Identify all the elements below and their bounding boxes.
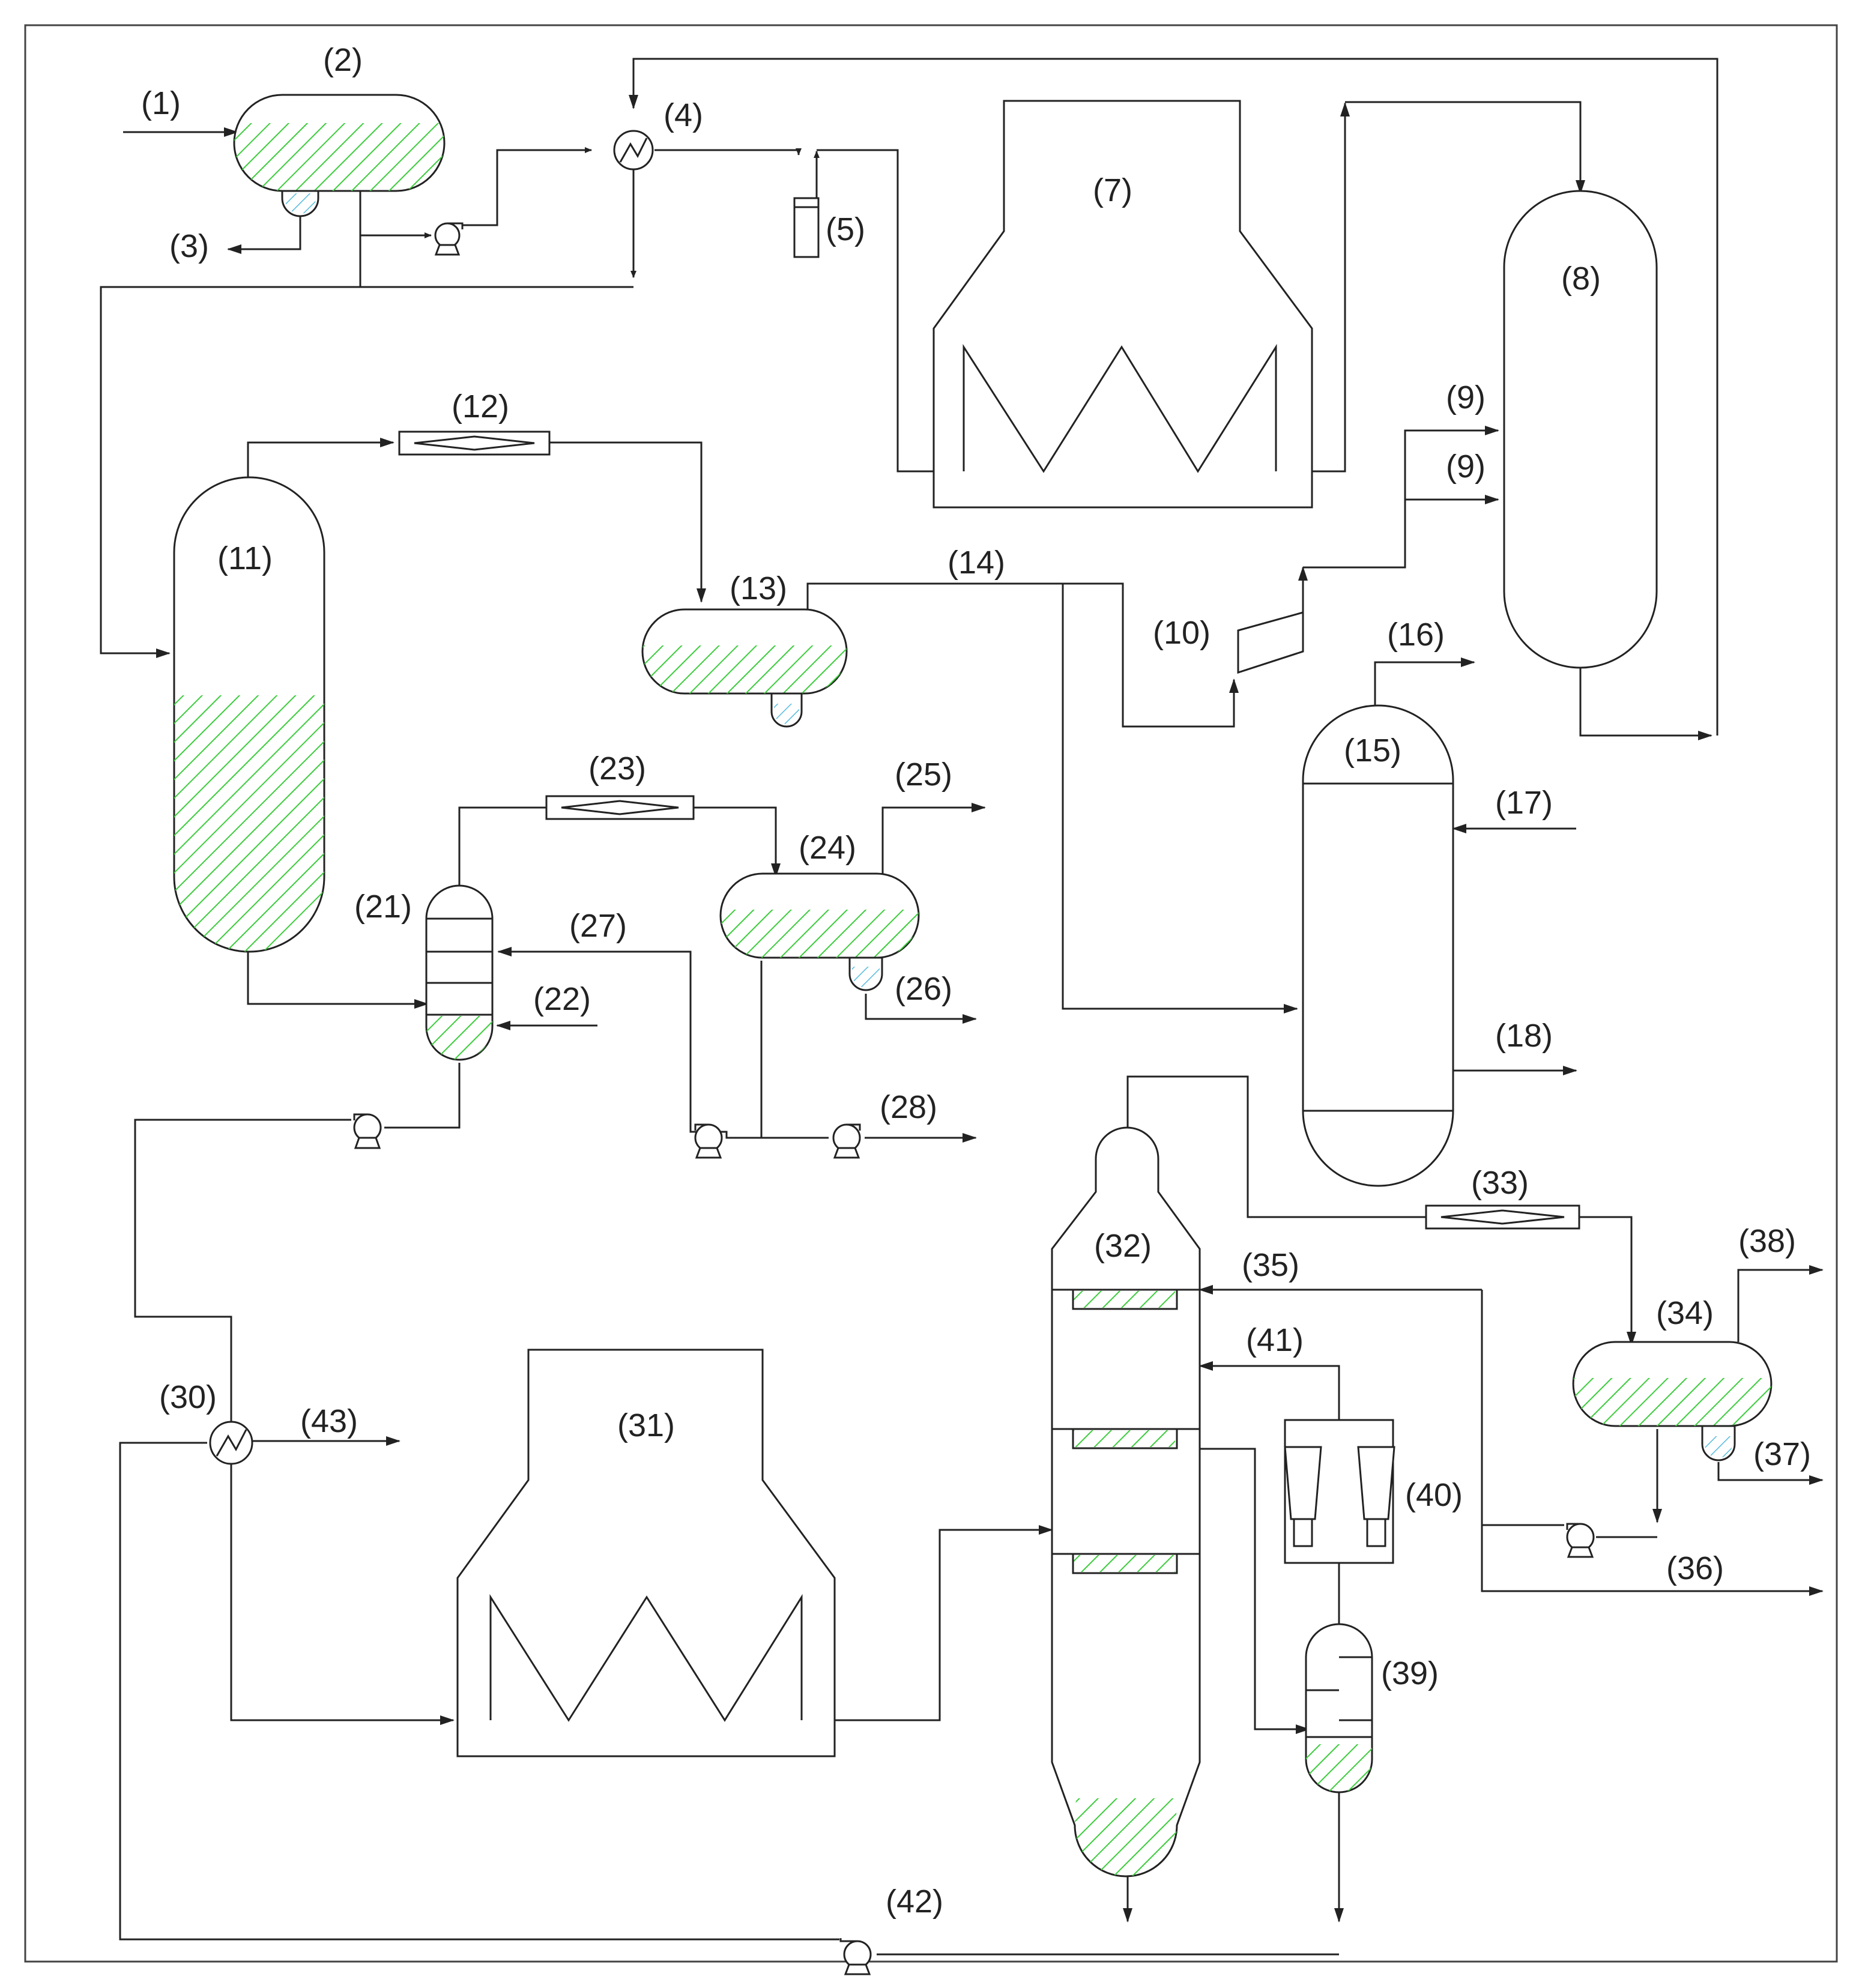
feed-drum [233,94,446,217]
label-equipment-34: (34) [1656,1295,1714,1331]
label-equipment-21: (21) [354,889,412,925]
label-stream-28: (28) [880,1089,937,1125]
label-stream-14: (14) [948,545,1005,581]
label-stream-16: (16) [1387,617,1445,653]
pump [694,1123,723,1159]
pump [832,1123,861,1159]
label-equipment-5: (5) [826,211,865,247]
reactor-8 [1503,190,1658,669]
label-stream-9a: (9) [1446,379,1486,415]
label-equipment-33: (33) [1471,1165,1529,1201]
label-stream-26: (26) [895,971,952,1007]
label-equipment-15: (15) [1344,733,1401,769]
label-stream-1: (1) [141,85,181,121]
label-equipment-13: (13) [730,570,787,606]
label-stream-37: (37) [1753,1436,1811,1472]
separator-drum-24 [719,872,920,991]
label-equipment-39: (39) [1381,1655,1439,1691]
label-stream-27: (27) [569,908,627,944]
fractionator-32 [1051,1126,1201,1878]
air-cooler-12 [398,431,551,456]
label-stream-18: (18) [1495,1018,1553,1054]
vessel-5 [793,197,820,258]
label-stream-41: (41) [1246,1322,1304,1358]
label-stream-9b: (9) [1446,449,1486,485]
label-stream-42: (42) [886,1884,943,1920]
label-equipment-24: (24) [799,830,856,866]
ejector-40 [1284,1419,1395,1564]
pump [353,1113,382,1149]
air-cooler-23 [545,795,695,820]
stripper-15 [1302,704,1454,1187]
label-equipment-10: (10) [1153,615,1211,651]
stream-labels: (1) (2) (3) (4) (5) (7) (8) (9) (9) (10)… [141,42,1811,1920]
column-21 [425,884,494,1061]
label-equipment-11: (11) [217,540,273,576]
heat-exchanger-4 [613,130,654,171]
separator-drum-34 [1572,1341,1773,1461]
label-equipment-40: (40) [1405,1477,1463,1513]
furnace-7 [933,100,1313,509]
separator-11 [173,476,325,953]
compressor-10 [1237,611,1304,674]
drawing-frame [24,24,1838,1963]
label-equipment-2: (2) [323,42,363,78]
label-stream-25: (25) [895,757,952,793]
label-equipment-7: (7) [1093,172,1132,208]
pump [839,1938,872,1975]
label-stream-22: (22) [533,981,591,1017]
label-stream-17: (17) [1495,785,1553,821]
label-equipment-30: (30) [159,1379,217,1415]
label-equipment-8: (8) [1561,261,1601,297]
label-stream-35: (35) [1242,1247,1299,1283]
label-stream-38: (38) [1738,1223,1796,1259]
pump [434,222,464,256]
air-cooler-33 [1425,1204,1580,1230]
label-stream-36: (36) [1666,1550,1724,1586]
label-equipment-4: (4) [663,97,703,133]
label-equipment-31: (31) [617,1407,675,1443]
side-stripper-39 [1305,1623,1373,1793]
label-stream-3: (3) [169,228,209,264]
label-equipment-32: (32) [1094,1228,1152,1264]
heat-exchanger-30 [209,1421,253,1465]
label-equipment-23: (23) [588,751,646,787]
pump [1566,1523,1595,1558]
furnace-31 [456,1349,836,1757]
separator-drum-13 [641,608,848,728]
label-stream-43: (43) [300,1403,358,1439]
label-equipment-12: (12) [452,388,509,424]
